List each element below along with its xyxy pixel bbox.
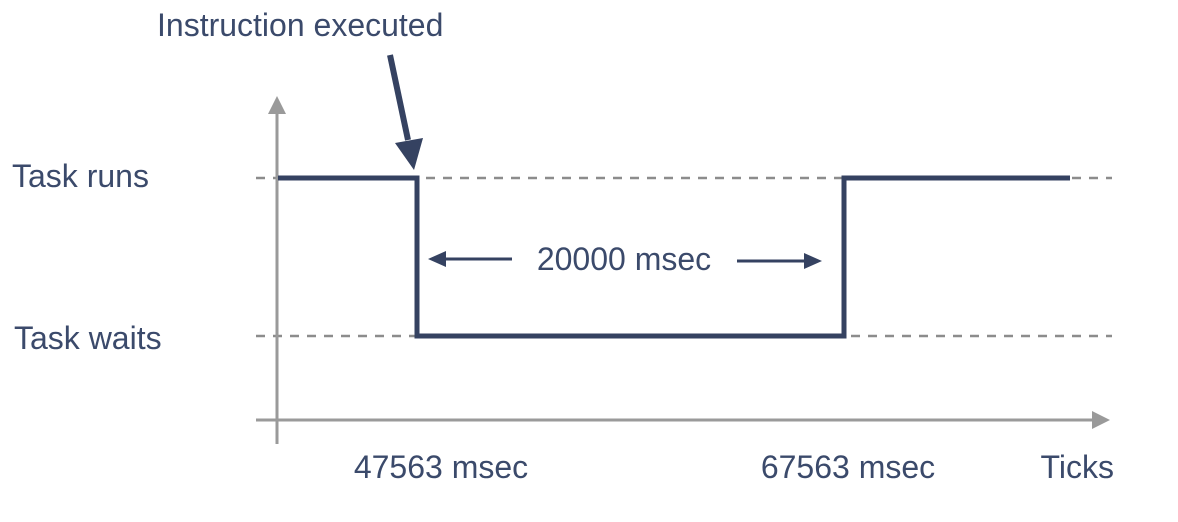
state-label-high: Task runs [12, 158, 149, 194]
annotation-label: Instruction executed [157, 7, 443, 43]
annotation-arrow [387, 54, 423, 170]
y-axis [268, 96, 286, 444]
task-state-signal [278, 175, 1070, 339]
x-axis-label: Ticks [1041, 449, 1114, 485]
interval-left-arrow [428, 251, 512, 267]
interval-right-arrow [737, 253, 822, 269]
tick-label-start: 47563 msec [354, 449, 528, 485]
x-axis [256, 411, 1110, 429]
tick-label-end: 67563 msec [761, 449, 935, 485]
state-label-low: Task waits [14, 320, 162, 356]
interval-label: 20000 msec [537, 241, 711, 277]
